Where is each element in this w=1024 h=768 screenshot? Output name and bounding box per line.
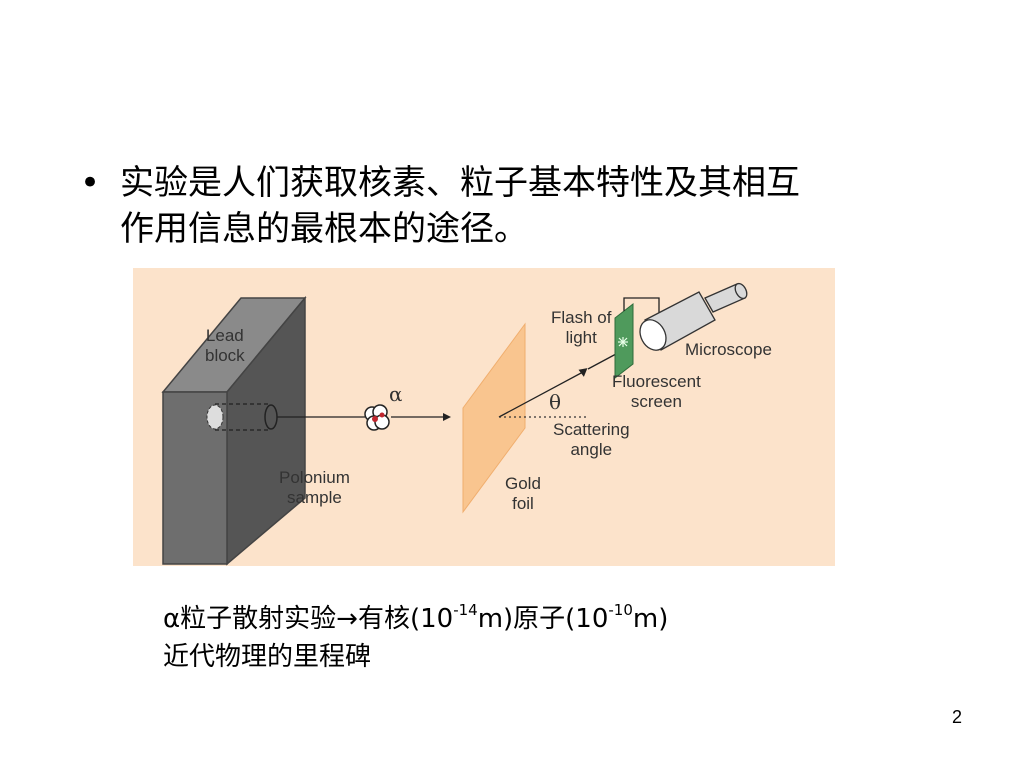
alpha-label: α xyxy=(389,382,403,406)
flash-of-light-label-line-1: Flash of xyxy=(551,308,612,327)
figure-caption: α粒子散射实验→有核(10-14m)原子(10-10m) 近代物理的里程碑 xyxy=(163,600,863,676)
flash-of-light-mark xyxy=(618,337,628,347)
scattering-angle-label-line-1: Scattering xyxy=(553,420,630,439)
bullet-symbol: • xyxy=(80,163,101,203)
bullet-text: 实验是人们获取核素、粒子基本特性及其相互 作用信息的最根本的途径。 xyxy=(120,160,930,252)
gold-foil-label-line-1: Gold xyxy=(505,474,541,493)
lead-block-label: Lead block xyxy=(205,326,245,366)
polonium-sample-label-line-2: sample xyxy=(287,488,342,507)
fluorescent-screen-label-line-1: Fluorescent xyxy=(612,372,701,391)
lead-block-label-line-2: block xyxy=(205,346,245,365)
gold-foil xyxy=(462,322,526,514)
bullet-line-1: 实验是人们获取核素、粒子基本特性及其相互 xyxy=(120,163,800,203)
polonium-sample-label-line-1: Polonium xyxy=(279,468,350,487)
caption-unit-close: m) xyxy=(632,604,669,634)
caption-exponent-1: -14 xyxy=(453,601,478,620)
caption-nucleus-text: 有核(10 xyxy=(357,604,454,634)
caption-atom-text: m)原子(10 xyxy=(477,604,609,634)
microscope xyxy=(639,282,748,351)
lead-block-label-line-1: Lead xyxy=(205,326,244,345)
fluorescent-screen-label: Fluorescent screen xyxy=(612,372,701,412)
polonium-source xyxy=(206,404,224,430)
bullet-line-2: 作用信息的最根本的途径。 xyxy=(120,209,528,249)
caption-line-1: α粒子散射实验→有核(10-14m)原子(10-10m) xyxy=(163,600,863,638)
scattering-angle-label: Scattering angle xyxy=(553,420,630,460)
caption-arrow: → xyxy=(336,604,358,634)
diagram-drawing xyxy=(161,282,748,566)
gold-foil-label: Gold foil xyxy=(505,474,541,514)
caption-line-2: 近代物理的里程碑 xyxy=(163,642,372,672)
page-number: 2 xyxy=(951,707,962,727)
rutherford-experiment-diagram: Lead block Polonium sample α Gold foil θ… xyxy=(133,268,835,566)
flash-of-light-label: Flash of light xyxy=(551,308,611,348)
lead-block xyxy=(161,295,307,566)
gold-foil-label-line-2: foil xyxy=(512,494,534,513)
polonium-sample-label: Polonium sample xyxy=(279,468,350,508)
scattered-path xyxy=(498,371,584,418)
caption-experiment-text: 粒子散射实验 xyxy=(180,604,337,634)
microscope-label: Microscope xyxy=(685,340,772,359)
fluorescent-screen-label-line-2: screen xyxy=(630,392,682,411)
caption-exponent-2: -10 xyxy=(608,601,633,620)
caption-alpha: α xyxy=(163,604,181,634)
flash-of-light-label-line-2: light xyxy=(565,328,597,347)
alpha-particle xyxy=(364,404,390,431)
scattering-angle-label-line-2: angle xyxy=(570,440,613,459)
theta-label: θ xyxy=(549,390,562,414)
